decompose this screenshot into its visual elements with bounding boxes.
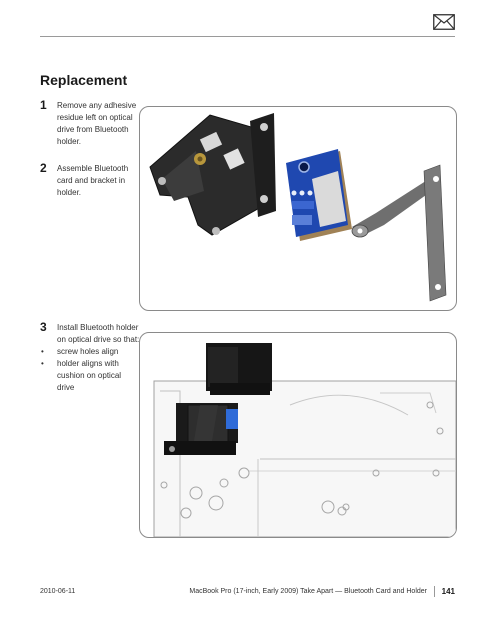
figure-holder-on-optical-drive xyxy=(139,332,457,538)
footer-date: 2010-06-11 xyxy=(40,588,76,595)
step-text: Assemble Bluetooth card and bracket in h… xyxy=(57,164,129,197)
step-text: Remove any adhesive residue left on opti… xyxy=(57,101,137,146)
bluetooth-holder-illustration xyxy=(149,113,276,236)
bullet-item: holder aligns with cushion on optical dr… xyxy=(41,358,140,394)
bluetooth-card-illustration xyxy=(286,149,352,241)
bluetooth-holder-installed-illustration xyxy=(164,343,272,455)
step-number: 3 xyxy=(40,320,47,334)
step-1: 1 Remove any adhesive residue left on op… xyxy=(40,98,140,148)
step-text: Install Bluetooth holder on optical driv… xyxy=(57,323,140,344)
step-3: 3 Install Bluetooth holder on optical dr… xyxy=(40,320,140,394)
mail-icon[interactable] xyxy=(433,14,455,30)
step-number: 1 xyxy=(40,98,47,112)
step-2: 2 Assemble Bluetooth card and bracket in… xyxy=(40,161,140,199)
page-number: 141 xyxy=(441,587,455,596)
section-title: Replacement xyxy=(40,72,128,88)
figure-bluetooth-parts xyxy=(139,106,457,311)
footer-title: MacBook Pro (17-inch, Early 2009) Take A… xyxy=(189,588,427,595)
footer-divider xyxy=(434,586,435,597)
bullet-item: screw holes align xyxy=(41,346,140,358)
bracket-illustration xyxy=(351,164,447,302)
header-rule xyxy=(40,36,455,37)
step-number: 2 xyxy=(40,161,47,175)
